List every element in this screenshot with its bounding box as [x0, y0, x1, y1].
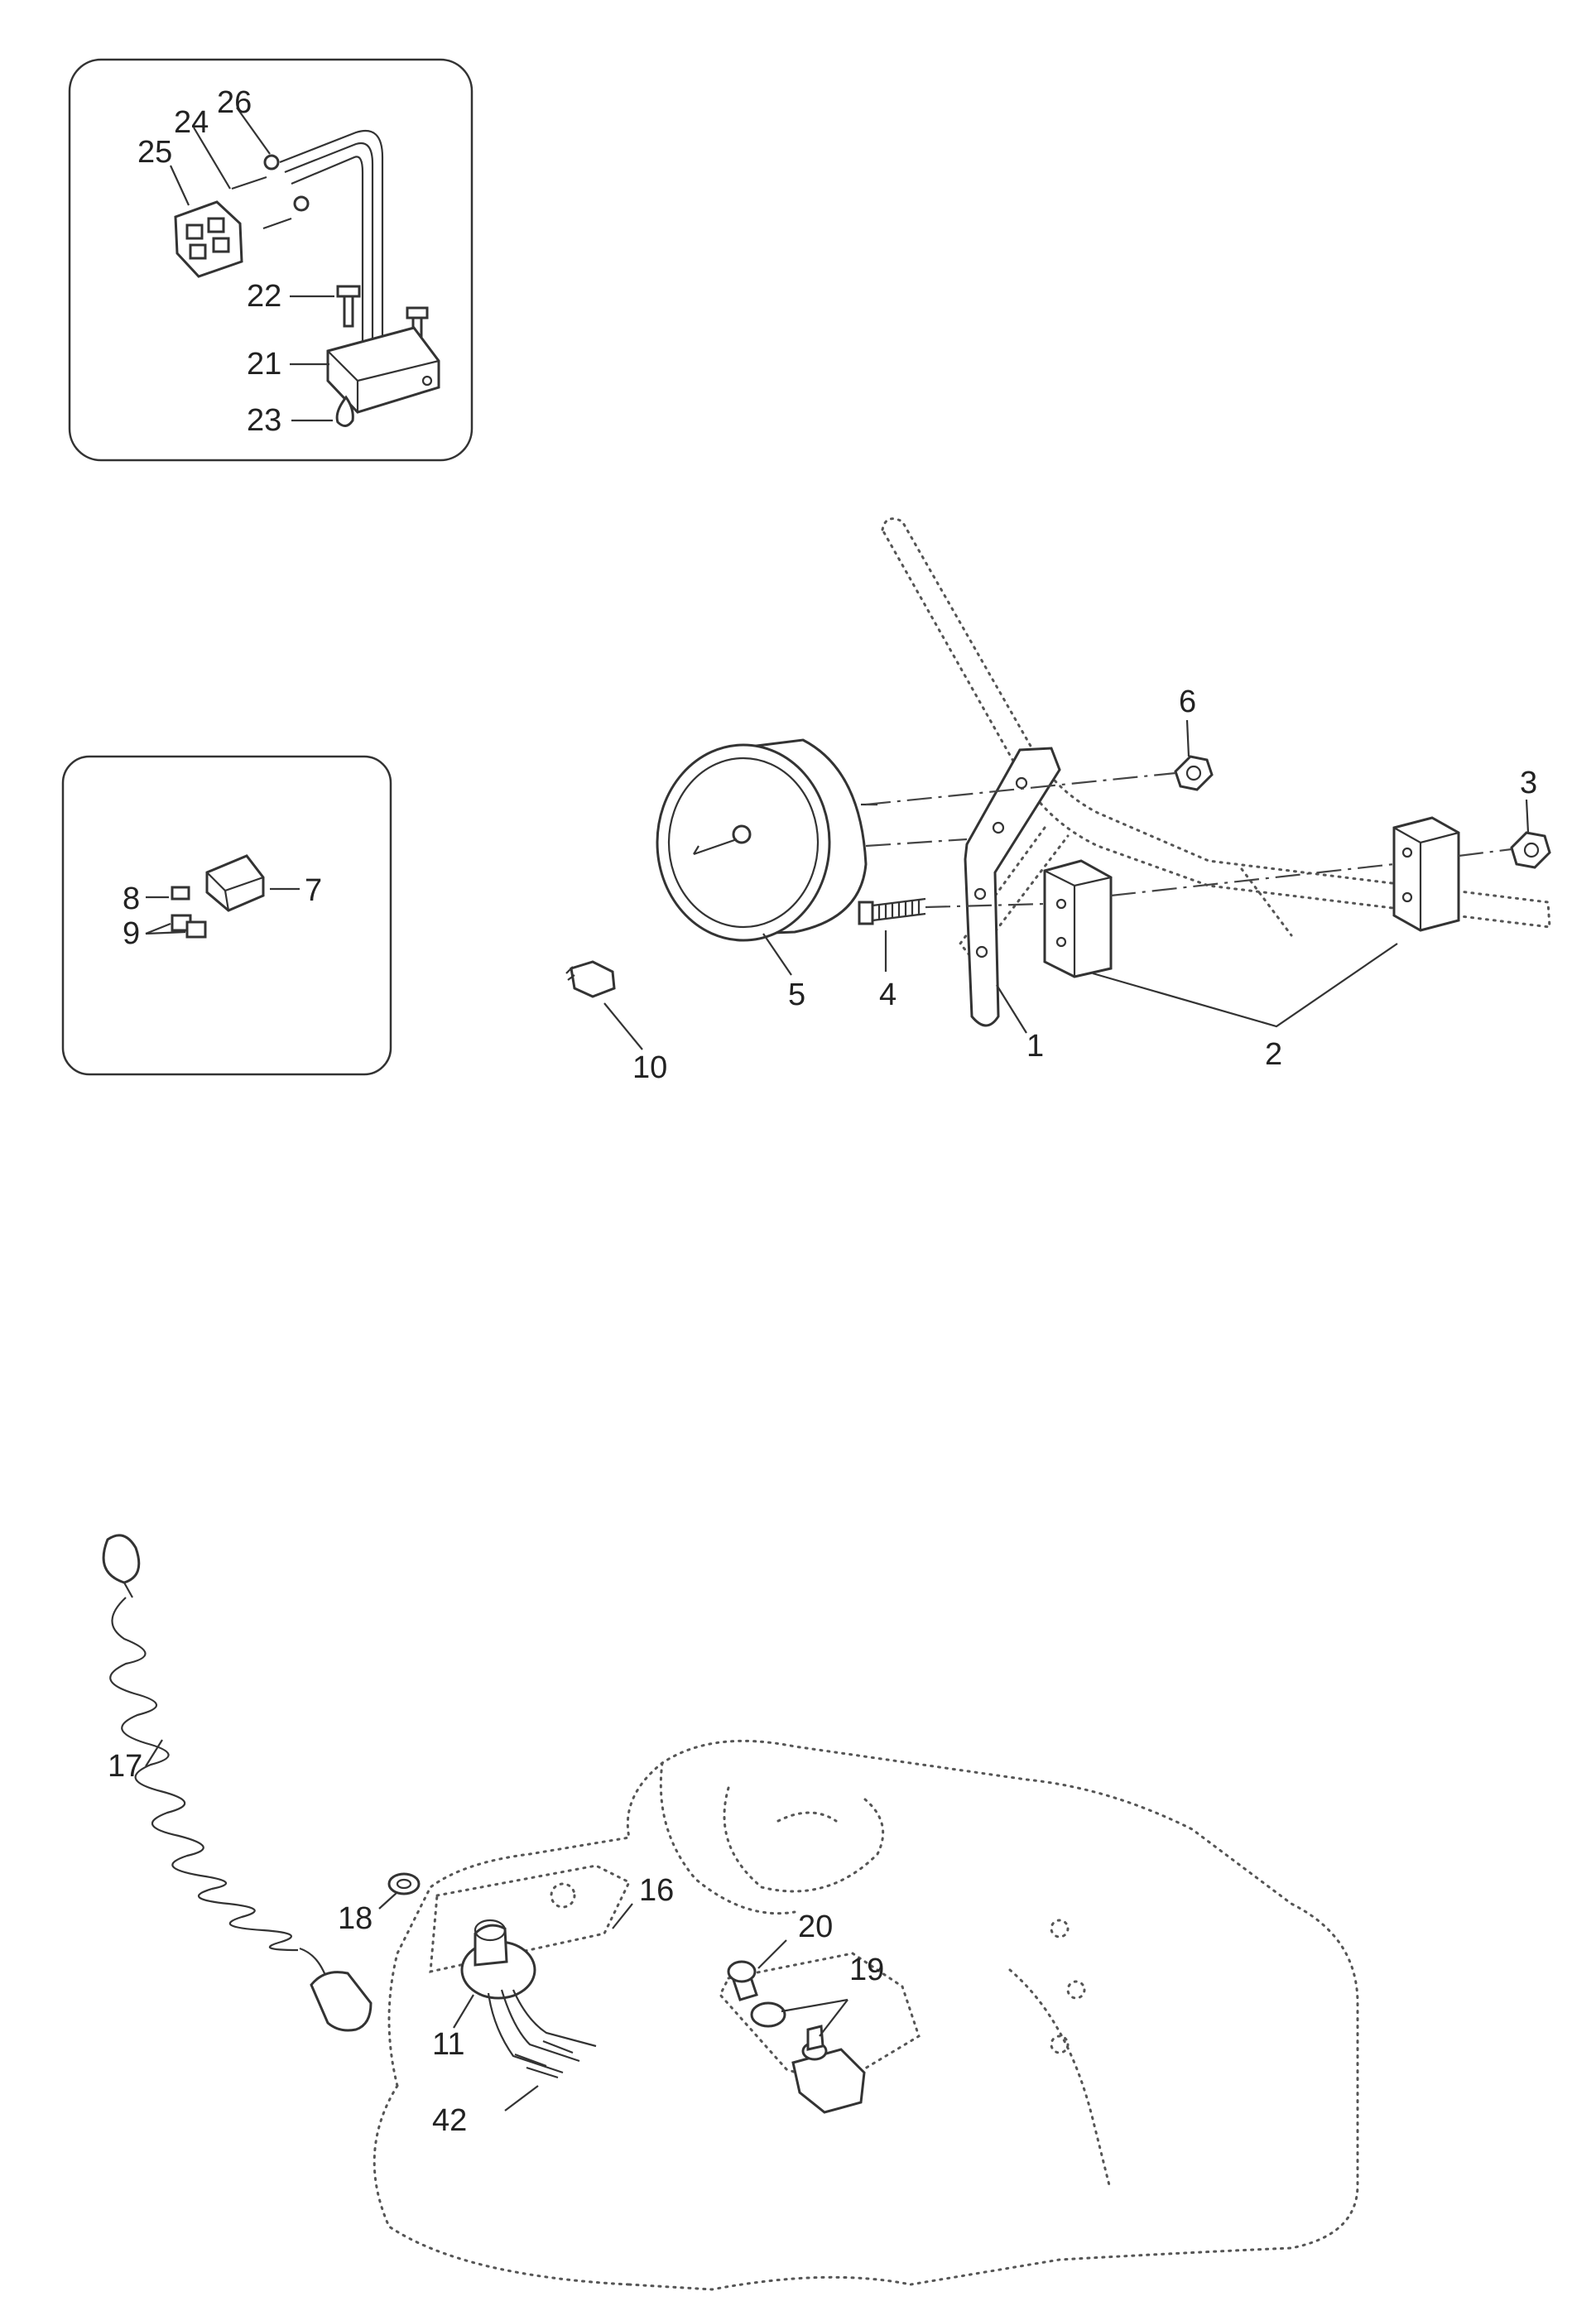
connector-25	[174, 200, 243, 278]
inset-indicator	[61, 755, 392, 1076]
callout-17: 17	[108, 1749, 142, 1784]
terminal-9-b	[185, 920, 207, 939]
callout-24: 24	[174, 105, 209, 140]
callout-18: 18	[338, 1901, 373, 1936]
terminal-24-b	[262, 217, 292, 230]
regulator-21	[326, 326, 440, 414]
lamp-20	[727, 1960, 758, 2001]
seal-26-a	[263, 154, 280, 171]
callout-16: 16	[639, 1873, 674, 1908]
seal-26-b	[293, 195, 310, 212]
callout-6: 6	[1179, 685, 1196, 719]
bulb-10	[565, 960, 616, 998]
callout-4: 4	[879, 978, 897, 1012]
callout-11: 11	[432, 2027, 464, 2062]
clamp-block-2-right	[1392, 816, 1460, 932]
lanyard-17	[102, 1534, 373, 2032]
callout-7: 7	[305, 873, 322, 908]
bulb-8	[171, 886, 190, 901]
terminal-24-a	[231, 175, 267, 190]
callout-labels: 26 24 25 22 21 23 7 8 9 6 3 5 4 1 2 10 1…	[108, 85, 1537, 2138]
clamp-block-2-left	[1043, 859, 1113, 978]
callout-10: 10	[632, 1050, 667, 1085]
callout-19: 19	[849, 1953, 884, 1987]
callout-21: 21	[247, 347, 281, 382]
terminals-42	[514, 2039, 574, 2079]
callout-3: 3	[1520, 766, 1537, 800]
callout-20: 20	[798, 1910, 833, 1944]
compound-23	[335, 395, 354, 427]
callout-42: 42	[432, 2103, 467, 2138]
key-switch-11	[460, 1919, 597, 2074]
callout-2: 2	[1265, 1037, 1282, 1072]
callout-25: 25	[137, 135, 172, 170]
inset-regulator	[68, 58, 474, 462]
nut-3	[1510, 831, 1551, 869]
callout-5: 5	[788, 978, 805, 1012]
callout-22: 22	[247, 279, 281, 314]
stud-4	[858, 897, 926, 925]
callout-26: 26	[217, 85, 252, 120]
callout-8: 8	[123, 882, 140, 916]
seal-ring-18	[387, 1872, 421, 1895]
console-outline	[373, 1739, 1359, 2291]
callout-9: 9	[123, 916, 140, 951]
nut-6	[1174, 755, 1214, 791]
callout-23: 23	[247, 403, 281, 438]
switch-19	[750, 2001, 866, 2114]
speedometer-5	[656, 738, 877, 942]
callout-1: 1	[1026, 1029, 1044, 1064]
indicator-housing-7	[205, 854, 265, 912]
